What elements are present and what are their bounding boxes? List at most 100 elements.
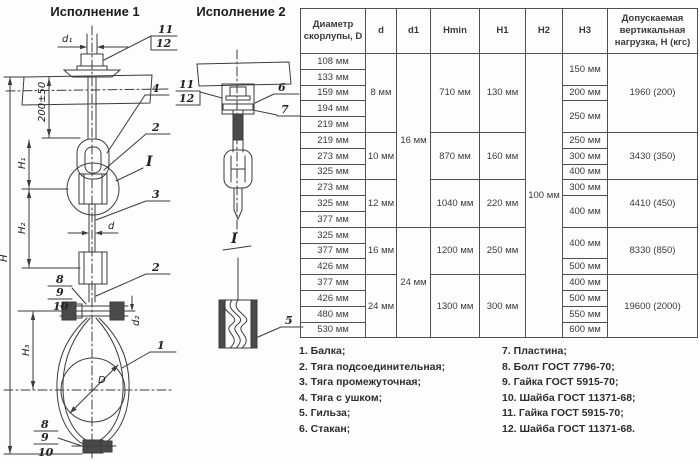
table-cell: 273 мм — [300, 147, 366, 165]
dim-H2: H₂ — [17, 189, 81, 269]
drawing-version2: Исполнение 2 I — [175, 4, 304, 349]
table-cell: 377 мм — [300, 210, 366, 228]
table-cell: 100 мм — [525, 52, 563, 339]
callout-12-label: 12 — [179, 92, 195, 105]
callout-5: 5 — [257, 314, 304, 338]
callout-11-label: 11 — [158, 23, 173, 36]
callout-10-top-label: 10 — [53, 300, 69, 313]
callout-11-label: 11 — [179, 78, 194, 91]
table-cell: 1040 мм — [430, 179, 480, 228]
legend-item: 9. Гайка ГОСТ 5915-70; — [502, 376, 619, 389]
table-cell: 4410 (450) — [607, 179, 698, 228]
dim-d-label: d — [108, 221, 115, 232]
table-cell: 8 мм — [365, 53, 397, 133]
callout-6: 6 — [254, 81, 300, 104]
middle-rod — [88, 203, 96, 253]
table-cell: 10 мм — [365, 131, 397, 181]
legend-item: 5. Гильза; — [299, 407, 351, 420]
dim-d2: d₂ — [130, 295, 142, 326]
dim-D-label: D — [98, 375, 106, 386]
legend-column-left: 1. Балка; 2. Тяга подсоединительная; 3. … — [299, 344, 499, 438]
table-cell: 219 мм — [300, 116, 366, 133]
drawing2-title: Исполнение 2 — [196, 4, 285, 19]
table-cell: 480 мм — [300, 305, 366, 323]
table-cell: 325 мм — [300, 226, 366, 244]
dim-H2-label: H₂ — [17, 222, 28, 234]
upper-rod — [87, 76, 97, 140]
table-cell: 300 мм — [562, 147, 608, 165]
legend-item: 6. Стакан; — [299, 422, 351, 435]
callout-8-9-10-bottom: 8 9 10 — [33, 418, 83, 459]
table-cell: 600 мм — [562, 321, 608, 339]
top-bolt-assembly — [62, 33, 122, 78]
section-marker: I — [222, 231, 252, 251]
table-cell: 710 мм — [430, 53, 480, 133]
callout-11-12: 11 12 — [175, 78, 223, 106]
callout-9-bottom-label: 9 — [41, 431, 49, 444]
table-cell: 1300 мм — [430, 274, 480, 339]
table-cell: 3430 (350) — [607, 131, 698, 181]
spec-table-head: Диаметр скорлупы, D d d1 Hmin H1 H2 H3 Д… — [300, 8, 698, 54]
callout-3: 3 — [95, 188, 171, 221]
table-cell: 400 мм — [562, 226, 608, 260]
header-h3: H3 — [562, 8, 608, 54]
header-diameter: Диаметр скорлупы, D — [300, 8, 366, 54]
callout-1-label: 1 — [157, 339, 165, 352]
callout-2-lower: 2 — [95, 261, 171, 297]
table-cell: 500 мм — [562, 258, 608, 276]
dim-H1: H₁ — [17, 139, 69, 190]
table-cell: 16 мм — [396, 53, 431, 228]
legend-item: 11. Гайка ГОСТ 5915-70; — [502, 407, 624, 420]
legend-item: 4. Тяга с ушком; — [299, 391, 383, 404]
callout-8-bottom-label: 8 — [41, 418, 49, 431]
table-cell: 159 мм — [300, 84, 366, 102]
callout-5-label: 5 — [285, 314, 293, 327]
callout-4: 4 — [106, 82, 170, 154]
table-cell: 250 мм — [562, 131, 608, 149]
table-cell: 400 мм — [562, 163, 608, 181]
header-hmin: Hmin — [430, 8, 480, 54]
dim-D: D — [69, 364, 119, 414]
callout-8-9-10-top: 8 9 10 — [47, 273, 87, 313]
table-cell: 400 мм — [562, 274, 608, 291]
callout-8-top-label: 8 — [56, 273, 64, 286]
callout-2-upper: 2 — [103, 121, 171, 171]
table-cell: 870 мм — [430, 131, 480, 181]
callout-4-label: 4 — [152, 82, 160, 95]
dim-d: d — [67, 221, 119, 236]
callout-detail-I: I — [115, 154, 153, 182]
spec-table: Диаметр скорлупы, D d d1 Hmin H1 H2 H3 Д… — [300, 8, 698, 339]
cup-assembly — [221, 83, 255, 115]
table-cell: 150 мм — [562, 53, 608, 86]
table-cell: 219 мм — [300, 131, 366, 149]
table-cell: 12 мм — [365, 179, 397, 228]
table-cell: 325 мм — [300, 163, 366, 181]
dim-d1-label: d₁ — [62, 34, 72, 45]
table-cell: 426 мм — [300, 258, 366, 276]
table-cell: 1200 мм — [430, 226, 480, 276]
table-cell: 250 мм — [479, 226, 526, 276]
legend-item: 12. Шайба ГОСТ 11371-68. — [502, 422, 635, 435]
dim-d1: d₁ — [57, 34, 129, 50]
legend-item: 8. Болт ГОСТ 7796-70; — [502, 360, 615, 373]
callout-2-upper-label: 2 — [151, 121, 160, 134]
table-cell: 300 мм — [562, 179, 608, 197]
header-d1: d1 — [396, 8, 431, 54]
callout-11-12: 11 12 — [103, 23, 178, 61]
header-h1: H1 — [479, 8, 526, 54]
clevis — [223, 149, 253, 221]
dim-200: 200±50 — [37, 76, 81, 139]
rod — [232, 109, 244, 153]
table-cell: 325 мм — [300, 195, 366, 212]
sleeve — [218, 257, 258, 349]
lower-coupler — [78, 251, 108, 303]
beam — [5, 74, 169, 106]
beam — [196, 61, 292, 87]
table-cell: 200 мм — [562, 84, 608, 102]
